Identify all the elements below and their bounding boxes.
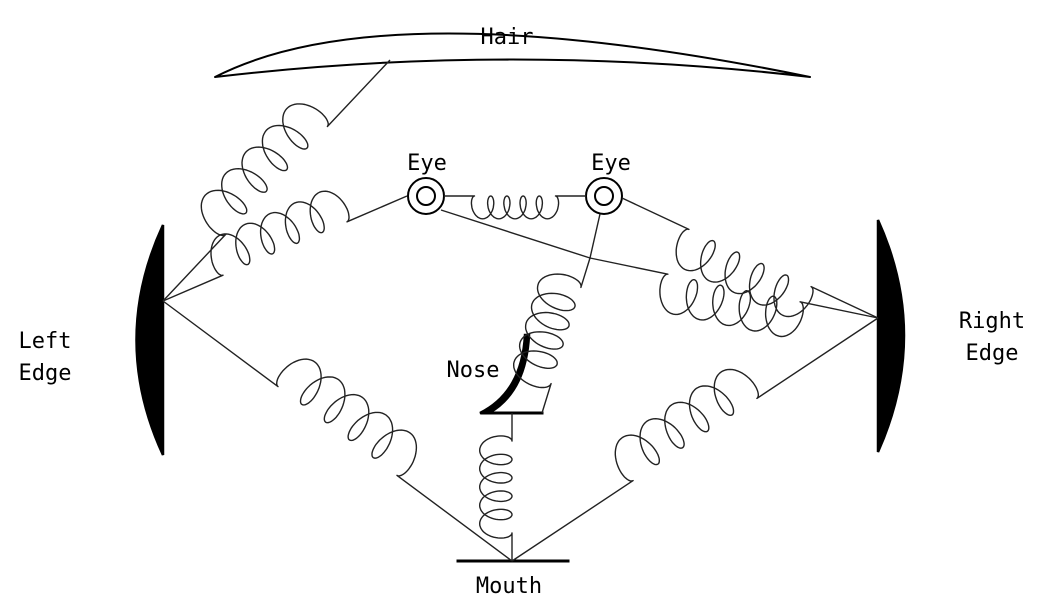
eye-left-label: Eye — [407, 151, 447, 176]
link-right-eye-to-nose — [590, 214, 600, 258]
spring-nose-from-eyes — [514, 258, 590, 413]
mouth-label: Mouth — [476, 574, 542, 597]
right-edge-label-line1: Right — [959, 309, 1025, 334]
right-edge-label-line2: Edge — [966, 341, 1019, 366]
spring-left-edge-to-mouth — [163, 301, 512, 561]
springs — [163, 60, 878, 561]
eye-right — [586, 178, 622, 214]
left-edge-label-line2: Edge — [19, 361, 72, 386]
left-edge-arc — [137, 225, 164, 455]
right-edge-arc — [878, 220, 904, 452]
spring-eye-to-eye — [444, 196, 586, 219]
nose-label: Nose — [447, 358, 500, 383]
eye-left — [408, 178, 444, 214]
link-left-eye-to-nose — [441, 210, 590, 258]
spring-hair-to-left-edge — [163, 60, 390, 301]
left-edge-label-line1: Left — [19, 329, 72, 354]
hair-label: Hair — [481, 25, 534, 50]
eye-right-label: Eye — [591, 151, 631, 176]
spring-left-eye-to-left-edge — [163, 191, 407, 301]
spring-nose-to-mouth — [480, 413, 512, 561]
spring-right-edge-to-mouth — [512, 318, 878, 561]
